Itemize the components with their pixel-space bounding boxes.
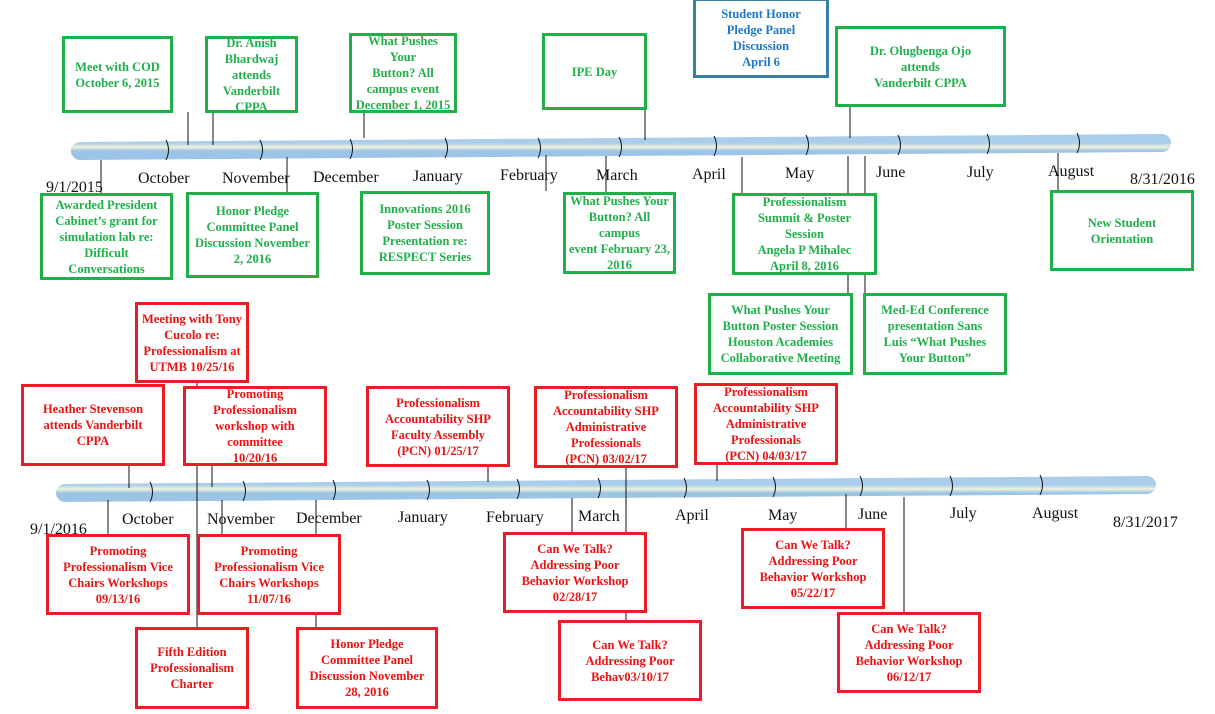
event-box: Meet with COD October 6, 2015 [62,36,173,113]
event-box: Can We Talk? Addressing Poor Behavior Wo… [503,532,647,613]
month-label: August [1032,505,1079,522]
month-label: October [122,511,174,528]
event-box: Awarded President Cabinet’s grant for si… [40,193,173,280]
month-label: May [768,507,798,524]
event-box: What Pushes Your Button? All campus even… [349,33,457,113]
event-box: Can We Talk? Addressing Poor Behav03/10/… [558,620,702,701]
end-date-2016: 8/31/2016 [1130,171,1195,188]
event-box: What Pushes Your Button Poster Session H… [708,293,853,375]
month-label: June [876,164,906,181]
event-box: Can We Talk? Addressing Poor Behavior Wo… [837,612,981,693]
start-date-2016: 9/1/2015 [46,179,103,196]
event-box: Meeting with Tony Cucolo re: Professiona… [135,302,249,383]
event-box: Professionalism Accountability SHP Admin… [694,383,838,465]
event-box: Promoting Professionalism workshop with … [183,386,327,466]
event-box-highlight: Student Honor Pledge Panel Discussion Ap… [693,0,829,78]
timeline-bar-2017 [56,476,1156,502]
event-box: New Student Orientation [1050,190,1194,271]
event-box: Professionalism Accountability SHP Admin… [534,386,678,468]
start-date-2017: 9/1/2016 [30,521,87,538]
event-box: Heather Stevenson attends Vanderbilt CPP… [21,384,165,466]
month-label: November [207,511,275,528]
event-box: IPE Day [542,33,647,110]
month-label: April [692,166,726,183]
event-box: Professionalism Summit & Poster Session … [732,193,877,275]
month-label: October [138,170,190,187]
event-box: Fifth Edition Professionalism Charter [135,627,249,709]
month-label: July [950,505,977,522]
month-label: April [675,507,709,524]
month-label: November [222,170,290,187]
month-label: January [398,509,448,526]
event-box: Honor Pledge Committee Panel Discussion … [186,192,319,278]
month-dividers [149,132,1080,503]
event-box: Dr. Anish Bhardwaj attends Vanderbilt CP… [205,36,298,114]
event-box: Honor Pledge Committee Panel Discussion … [296,627,438,709]
end-date-2017: 8/31/2017 [1113,514,1178,531]
month-label: February [486,509,544,526]
month-label: June [858,506,888,523]
event-box: Med-Ed Conference presentation Sans Luis… [863,293,1007,375]
event-box: Promoting Professionalism Vice Chairs Wo… [197,534,341,615]
month-label: February [500,167,558,184]
month-label: March [596,167,638,184]
month-label: December [313,169,379,186]
month-label: January [413,168,463,185]
event-box: Can We Talk? Addressing Poor Behavior Wo… [741,528,885,609]
month-label: May [785,165,815,182]
event-box: Promoting Professionalism Vice Chairs Wo… [46,534,190,615]
month-label: August [1048,163,1095,180]
event-box: What Pushes Your Button? All campus even… [563,192,676,274]
event-box: Innovations 2016 Poster Session Presenta… [360,191,490,275]
event-box: Dr. Olugbenga Ojo attends Vanderbilt CPP… [835,26,1006,107]
event-box: Professionalism Accountability SHP Facul… [366,386,510,467]
month-label: December [296,510,362,527]
month-label: July [967,164,994,181]
month-label: March [578,508,620,525]
